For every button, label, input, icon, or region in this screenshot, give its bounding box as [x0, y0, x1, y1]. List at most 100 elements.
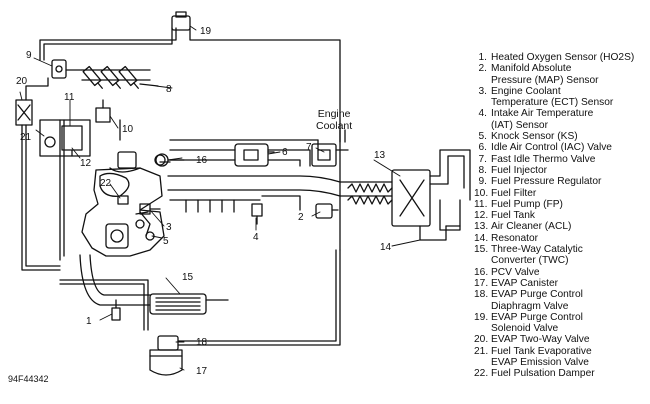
- callout-20: 20: [16, 76, 28, 87]
- legend-text-line: Fast Idle Thermo Valve: [491, 153, 596, 165]
- oxygen-sensor: [111, 299, 121, 321]
- legend-number: 22.: [474, 368, 489, 380]
- legend-number: 10.: [474, 187, 489, 199]
- legend-text-line: EVAP Purge Control: [491, 311, 583, 323]
- callout-12: 12: [80, 158, 92, 169]
- callout-14: 14: [380, 242, 392, 253]
- engine-coolant-line-2: Coolant: [316, 120, 353, 132]
- legend-item: 10.Fuel Filter: [474, 188, 650, 199]
- legend-number: 14.: [474, 232, 489, 244]
- legend-text-line: EVAP Two-Way Valve: [491, 334, 590, 346]
- callout-13: 13: [374, 150, 386, 161]
- callout-21: 21: [20, 132, 32, 143]
- legend-text-line: (IAT) Sensor: [491, 119, 548, 131]
- legend-text: EVAP Two-Way Valve: [487, 334, 590, 345]
- legend-number: 7.: [478, 153, 488, 165]
- legend-number: 12.: [474, 210, 489, 222]
- legend-number: 9.: [478, 176, 488, 188]
- legend-item: 9.Fuel Pressure Regulator: [474, 176, 650, 187]
- fuel-pressure-regulator: [51, 59, 67, 79]
- legend-text: Fast Idle Thermo Valve: [487, 154, 595, 165]
- legend-number: 3.: [478, 85, 488, 97]
- callout-6: 6: [282, 147, 288, 158]
- legend-text-line: Pressure (MAP) Sensor: [491, 74, 599, 86]
- evap-two-way-valve: [15, 99, 33, 126]
- engine-coolant-label: Engine Coolant: [316, 108, 352, 132]
- legend-text: Fuel Filter: [487, 188, 536, 199]
- callout-10: 10: [122, 124, 134, 135]
- hose-network: [21, 27, 393, 346]
- iac-valve: [234, 143, 275, 167]
- callout-5: 5: [163, 236, 169, 247]
- legend-text: Fuel Tank: [487, 210, 535, 221]
- callout-numbers: 1 2 3 4 5 6 7 8 9 10 11 12 13 14 15 16 1…: [16, 26, 392, 377]
- fast-idle-thermo-valve: [311, 129, 349, 167]
- evap-purge-diaphragm-valve: [157, 335, 179, 351]
- legend-item: 7.Fast Idle Thermo Valve: [474, 154, 650, 165]
- legend-number: 21.: [474, 345, 489, 357]
- evap-canister: [149, 349, 183, 376]
- callout-15: 15: [182, 272, 194, 283]
- legend-text: Fuel Pressure Regulator: [487, 176, 601, 187]
- legend-text-line: Intake Air Temperature: [491, 108, 594, 120]
- callout-1: 1: [86, 316, 92, 327]
- legend-text-line: Diaphragm Valve: [491, 300, 569, 312]
- legend-text-line: Heated Oxygen Sensor (HO2S): [491, 52, 635, 63]
- air-cleaner: [347, 149, 471, 227]
- legend-number: 18.: [474, 289, 489, 301]
- callout-9: 9: [26, 50, 32, 61]
- legend-item: 17.EVAP Canister: [474, 278, 650, 289]
- legend-text-line: Fuel Pump (FP): [491, 198, 563, 210]
- legend-text-line: EVAP Canister: [491, 277, 559, 289]
- legend-item: 6.Idle Air Control (IAC) Valve: [474, 142, 650, 153]
- legend-text-line: Three-Way Catalytic: [491, 244, 583, 256]
- legend-text-line: Fuel Injector: [491, 164, 548, 176]
- figure-id: 94F44342: [8, 374, 49, 384]
- legend-number: 20.: [474, 334, 489, 346]
- legend-item: 8.Fuel Injector: [474, 165, 650, 176]
- ect-sensor: [139, 203, 161, 215]
- legend-text: Knock Sensor (KS): [487, 131, 578, 142]
- callout-2: 2: [298, 212, 304, 223]
- legend-text: Intake Air Temperature(IAT) Sensor: [487, 108, 593, 131]
- legend-number: 4.: [478, 108, 488, 120]
- legend-item: 22.Fuel Pulsation Damper: [474, 368, 650, 379]
- legend-text-line: Knock Sensor (KS): [491, 131, 578, 143]
- legend-text-line: Temperature (ECT) Sensor: [491, 97, 614, 109]
- legend-item: 4.Intake Air Temperature(IAT) Sensor: [474, 108, 650, 131]
- legend-number: 11.: [474, 198, 488, 210]
- legend-text: Air Cleaner (ACL): [487, 221, 571, 232]
- callout-7: 7: [306, 142, 312, 153]
- legend-number: 8.: [478, 164, 488, 176]
- legend-text-line: Resonator: [491, 232, 539, 244]
- legend-text: Fuel Pump (FP): [487, 199, 563, 210]
- callout-16: 16: [196, 155, 208, 166]
- legend-text-line: Fuel Tank: [491, 210, 535, 222]
- legend-text-line: Fuel Pulsation Damper: [491, 368, 595, 380]
- legend-item: 11.Fuel Pump (FP): [474, 199, 650, 210]
- legend-text-line: PCV Valve: [491, 266, 540, 278]
- legend-number: 2.: [478, 63, 488, 75]
- legend-text-line: Idle Air Control (IAC) Valve: [491, 142, 612, 154]
- legend-item: 5.Knock Sensor (KS): [474, 131, 650, 142]
- fuel-filter: [95, 99, 111, 123]
- catalytic-converter: [149, 293, 207, 315]
- map-sensor: [315, 203, 339, 219]
- legend-text: Idle Air Control (IAC) Valve: [487, 142, 612, 153]
- legend-number: 15.: [474, 244, 489, 256]
- legend-number: 5.: [478, 131, 488, 143]
- legend-text: EVAP Canister: [487, 278, 558, 289]
- fuel-pulsation-damper: [117, 195, 129, 205]
- legend-number: 13.: [474, 221, 489, 233]
- legend-text-line: Fuel Filter: [491, 187, 537, 199]
- callout-leaders: [19, 25, 421, 371]
